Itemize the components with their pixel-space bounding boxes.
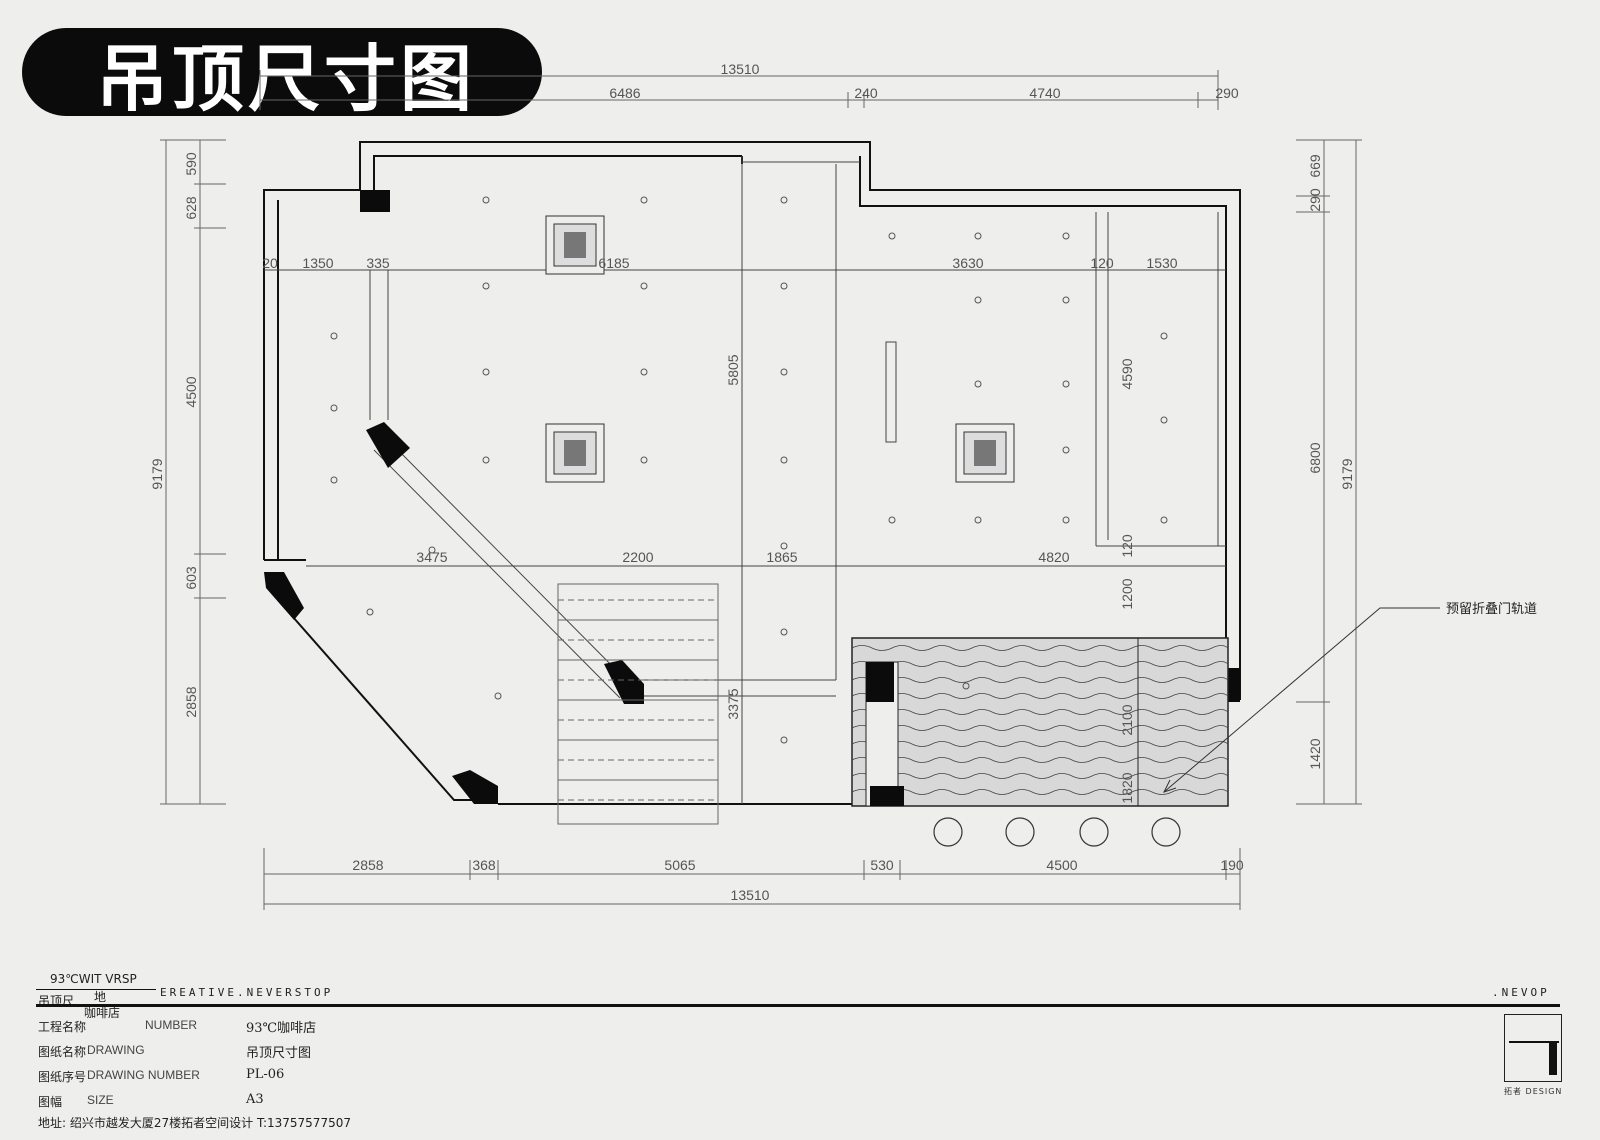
planters: [933, 817, 1181, 847]
walls: [263, 141, 1241, 805]
dim-row2-2: 2200: [622, 549, 653, 565]
dim-top-2: 240: [854, 85, 878, 101]
right-dimension-lines: [1296, 139, 1362, 805]
deck-area: [557, 583, 719, 825]
slogan-right: .NEVOP: [1492, 986, 1550, 999]
project-en: NUMBER: [145, 1018, 198, 1032]
dim-left-1: 590: [183, 152, 199, 176]
drawing-label: 图纸名称: [38, 1045, 87, 1059]
slogan: EREATIVE.NEVERSTOP: [160, 986, 334, 999]
interior-lines: [264, 156, 1226, 804]
logo-bar: [1549, 1043, 1557, 1075]
number-value: PL-06: [246, 1067, 285, 1082]
drawing-en: DRAWING: [87, 1043, 145, 1057]
title-banner: 吊顶尺寸图: [22, 28, 542, 121]
dim-row1-7: 1530: [1146, 255, 1177, 271]
dim-left-total: 9179: [149, 458, 165, 489]
dim-row1-5: 3630: [952, 255, 983, 271]
dim-int-4: 1200: [1119, 578, 1135, 609]
dim-right-3: 6800: [1307, 442, 1323, 473]
dim-row2-1: 3475: [416, 549, 447, 565]
dim-int-2: 4590: [1119, 358, 1135, 389]
dim-bottom-5: 4500: [1046, 857, 1077, 873]
project-value: 93℃咖啡店: [246, 1021, 317, 1036]
dim-right-4: 1420: [1307, 738, 1323, 769]
hatched-zone: [851, 637, 1229, 807]
annotation-folding-door-track: 预留折叠门轨道: [1446, 602, 1537, 617]
downlights: [330, 196, 1168, 744]
dim-row2-3: 1865: [766, 549, 797, 565]
dim-bottom-2: 368: [472, 857, 496, 873]
dim-bottom-1: 2858: [352, 857, 383, 873]
left-dimension-lines: [160, 139, 226, 805]
title-block-rule: [36, 1004, 1560, 1007]
dim-left-2: 628: [183, 196, 199, 220]
dim-int-6: 3375: [725, 688, 741, 719]
title-block-rule-short: [36, 989, 156, 990]
dim-row2-4: 4820: [1038, 549, 1069, 565]
dim-row1-4: 6185: [598, 255, 629, 271]
number-en: DRAWING NUMBER: [87, 1068, 200, 1082]
brand-top: 93℃WIT VRSP: [50, 972, 137, 986]
dim-int-5: 2100: [1119, 704, 1135, 735]
address: 地址: 绍兴市越发大厦27楼拓者空间设计 T:13757577507: [38, 1116, 351, 1130]
drawing-value: 吊顶尺寸图: [246, 1046, 312, 1061]
top-dimension-lines: [259, 70, 1219, 110]
dim-row1-2: 1350: [302, 255, 333, 271]
dim-row1-3: 335: [366, 255, 390, 271]
dim-left-5: 2858: [183, 686, 199, 717]
dim-bottom-3: 5065: [664, 857, 695, 873]
page-title: 吊顶尺寸图: [96, 36, 477, 121]
number-label: 图纸序号: [38, 1070, 87, 1084]
dim-top-total: 13510: [721, 61, 760, 77]
dim-top-1: 6486: [609, 85, 640, 101]
size-en: SIZE: [87, 1093, 114, 1107]
dim-right-1: 669: [1307, 154, 1323, 178]
dim-right-total: 9179: [1339, 458, 1355, 489]
dim-row1-1: 20: [262, 255, 278, 271]
ac-unit-3: [955, 423, 1015, 483]
ac-unit-1: [545, 215, 605, 275]
dim-bottom-4: 530: [870, 857, 894, 873]
designer-logo: [1504, 1014, 1562, 1082]
dim-int-1: 5805: [725, 354, 741, 385]
dim-left-4: 603: [183, 566, 199, 590]
dim-bottom-6: 190: [1220, 857, 1244, 873]
size-label: 图幅: [38, 1095, 63, 1109]
dim-bottom-total: 13510: [731, 887, 770, 903]
dim-top-4: 290: [1215, 85, 1239, 101]
project-label: 工程名称: [38, 1020, 87, 1034]
bottom-dimension-lines: [263, 848, 1241, 910]
overlap-text-b: 地: [94, 990, 107, 1004]
size-value: A3: [246, 1092, 264, 1107]
dim-top-3: 4740: [1029, 85, 1060, 101]
logo-mark: [1509, 1041, 1559, 1077]
logo-text: 拓者 DESIGN: [1504, 1087, 1563, 1096]
dim-right-2: 290: [1307, 188, 1323, 212]
annotation-leader: [1163, 607, 1440, 793]
ac-unit-2: [545, 423, 605, 483]
ac-units: [545, 215, 1015, 483]
dim-row1-6: 120: [1090, 255, 1114, 271]
dim-int-7: 1820: [1119, 772, 1135, 803]
dim-int-3: 120: [1119, 534, 1135, 558]
dim-left-3: 4500: [183, 376, 199, 407]
overlap-text-c: 咖啡店: [84, 1006, 121, 1020]
